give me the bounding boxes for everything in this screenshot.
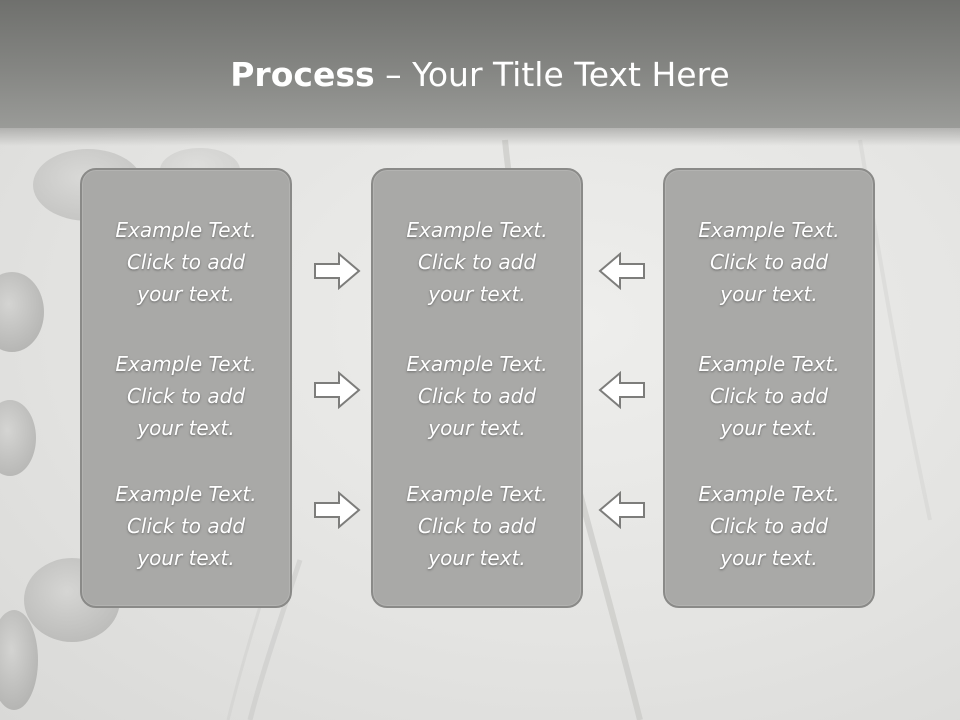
text-line: Click to add: [709, 384, 829, 408]
text-placeholder[interactable]: Example Text. Click to add your text.: [665, 478, 873, 574]
text-line: your text.: [137, 546, 235, 570]
arrow-right-icon[interactable]: [313, 252, 361, 290]
text-line: Example Text.: [698, 352, 840, 376]
text-line: Click to add: [709, 250, 829, 274]
text-line: your text.: [137, 416, 235, 440]
text-line: Example Text.: [406, 482, 548, 506]
text-line: Example Text.: [115, 352, 257, 376]
text-line: Example Text.: [406, 218, 548, 242]
process-panel-left[interactable]: Example Text. Click to add your text. Ex…: [80, 168, 292, 608]
process-panel-right[interactable]: Example Text. Click to add your text. Ex…: [663, 168, 875, 608]
text-placeholder[interactable]: Example Text. Click to add your text.: [665, 214, 873, 310]
text-placeholder[interactable]: Example Text. Click to add your text.: [82, 478, 290, 574]
text-line: Click to add: [126, 384, 246, 408]
text-line: your text.: [428, 282, 526, 306]
text-line: Example Text.: [698, 218, 840, 242]
title-rest-part: – Your Title Text Here: [374, 55, 730, 94]
text-line: Example Text.: [115, 482, 257, 506]
title-bold-part: Process: [230, 55, 375, 94]
process-panel-center[interactable]: Example Text. Click to add your text. Ex…: [371, 168, 583, 608]
text-line: Click to add: [126, 250, 246, 274]
text-placeholder[interactable]: Example Text. Click to add your text.: [665, 348, 873, 444]
text-line: your text.: [428, 546, 526, 570]
arrow-right-icon[interactable]: [313, 371, 361, 409]
text-placeholder[interactable]: Example Text. Click to add your text.: [82, 214, 290, 310]
arrow-left-icon[interactable]: [598, 491, 646, 529]
text-line: Example Text.: [115, 218, 257, 242]
text-line: your text.: [720, 546, 818, 570]
text-line: Click to add: [417, 514, 537, 538]
text-placeholder[interactable]: Example Text. Click to add your text.: [373, 214, 581, 310]
arrow-right-icon[interactable]: [313, 491, 361, 529]
text-line: your text.: [428, 416, 526, 440]
text-placeholder[interactable]: Example Text. Click to add your text.: [373, 478, 581, 574]
text-placeholder[interactable]: Example Text. Click to add your text.: [373, 348, 581, 444]
text-line: your text.: [137, 282, 235, 306]
title-band: [0, 0, 960, 146]
text-line: Click to add: [126, 514, 246, 538]
text-line: your text.: [720, 416, 818, 440]
text-placeholder[interactable]: Example Text. Click to add your text.: [82, 348, 290, 444]
text-line: Click to add: [417, 250, 537, 274]
slide-title[interactable]: Process – Your Title Text Here: [0, 52, 960, 98]
text-line: Click to add: [417, 384, 537, 408]
text-line: Example Text.: [406, 352, 548, 376]
text-line: your text.: [720, 282, 818, 306]
arrow-left-icon[interactable]: [598, 371, 646, 409]
text-line: Click to add: [709, 514, 829, 538]
text-line: Example Text.: [698, 482, 840, 506]
arrow-left-icon[interactable]: [598, 252, 646, 290]
